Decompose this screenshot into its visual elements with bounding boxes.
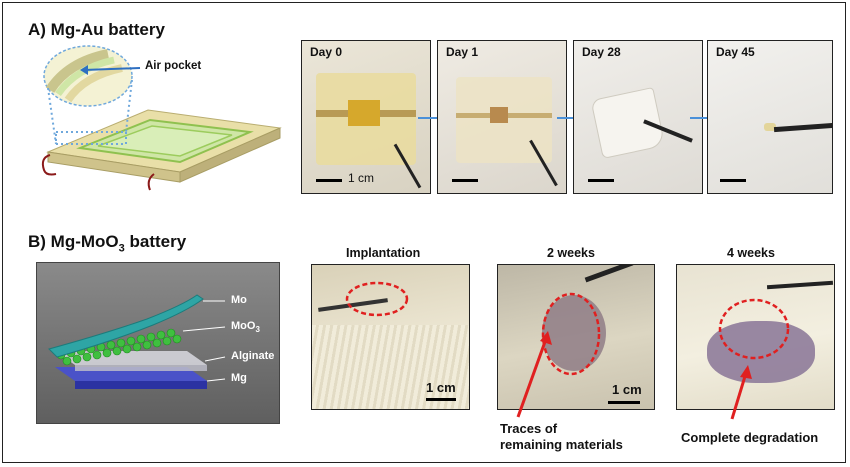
section-b-title-prefix: B) Mg-MoO	[28, 232, 119, 251]
mg-moo3-schematic: Mo MoO3 Alginate Mg	[36, 262, 280, 424]
layer-label-mg: Mg	[231, 372, 247, 384]
complete-degradation-callout: Complete degradation	[681, 430, 819, 445]
scale-bar	[452, 179, 478, 182]
four-weeks-label: 4 weeks	[727, 246, 775, 260]
photo-4-weeks	[676, 264, 835, 410]
scale-bar	[720, 179, 746, 182]
callout-arrows	[516, 331, 752, 420]
two-weeks-label: 2 weeks	[547, 246, 595, 260]
photo-implantation: 1 cm	[311, 264, 470, 410]
red-dashed-circle	[718, 298, 790, 360]
moo3-sub: 3	[255, 325, 260, 335]
scale-bar	[316, 179, 342, 182]
photo-day-0: Day 0 1 cm	[301, 40, 431, 194]
photo-day-28: Day 28	[573, 40, 703, 194]
photo-label: Day 45	[716, 45, 755, 59]
scale-bar	[588, 179, 614, 182]
photo-2-weeks: 1 cm	[497, 264, 655, 410]
mg-au-battery-schematic	[41, 45, 282, 191]
section-a-title: A) Mg-Au battery	[28, 20, 165, 39]
traces-callout: Traces of remaining materials	[500, 421, 623, 453]
layer-label-moo3: MoO3	[231, 320, 260, 334]
scale-bar	[426, 398, 456, 401]
layer-label-alginate: Alginate	[231, 350, 275, 362]
section-b-title-sub: 3	[118, 242, 125, 255]
photo-label: Day 28	[582, 45, 621, 59]
electrode-pad	[490, 107, 508, 123]
traces-line-1: Traces of	[500, 421, 558, 436]
photo-label: Day 1	[446, 45, 479, 59]
electrode-pad	[348, 100, 380, 126]
section-b-title: B) Mg-MoO3 battery	[28, 232, 186, 254]
tweezers	[584, 265, 634, 283]
tissue	[542, 295, 606, 371]
traces-line-2: remaining materials	[500, 437, 623, 452]
layer-label-mo: Mo	[231, 294, 247, 306]
tweezers	[766, 280, 834, 290]
scale-label: 1 cm	[612, 382, 642, 397]
implantation-label: Implantation	[346, 246, 421, 260]
photo-label: Day 0	[310, 45, 343, 59]
air-pocket-label: Air pocket	[145, 60, 202, 72]
scale-label: 1 cm	[348, 171, 375, 185]
red-dashed-circle	[541, 292, 601, 376]
scale-label: 1 cm	[426, 380, 456, 395]
red-dashed-circle	[345, 281, 409, 317]
layer-stack	[48, 294, 226, 389]
residue	[764, 123, 776, 131]
photo-day-45: Day 45	[707, 40, 833, 194]
tweezers	[773, 122, 832, 133]
photo-day-1: Day 1	[437, 40, 567, 194]
scale-bar	[608, 401, 640, 404]
tissue	[707, 321, 815, 383]
section-b-title-suffix: battery	[124, 232, 187, 251]
moo3-prefix: MoO	[231, 320, 256, 332]
fur-texture	[312, 325, 469, 409]
